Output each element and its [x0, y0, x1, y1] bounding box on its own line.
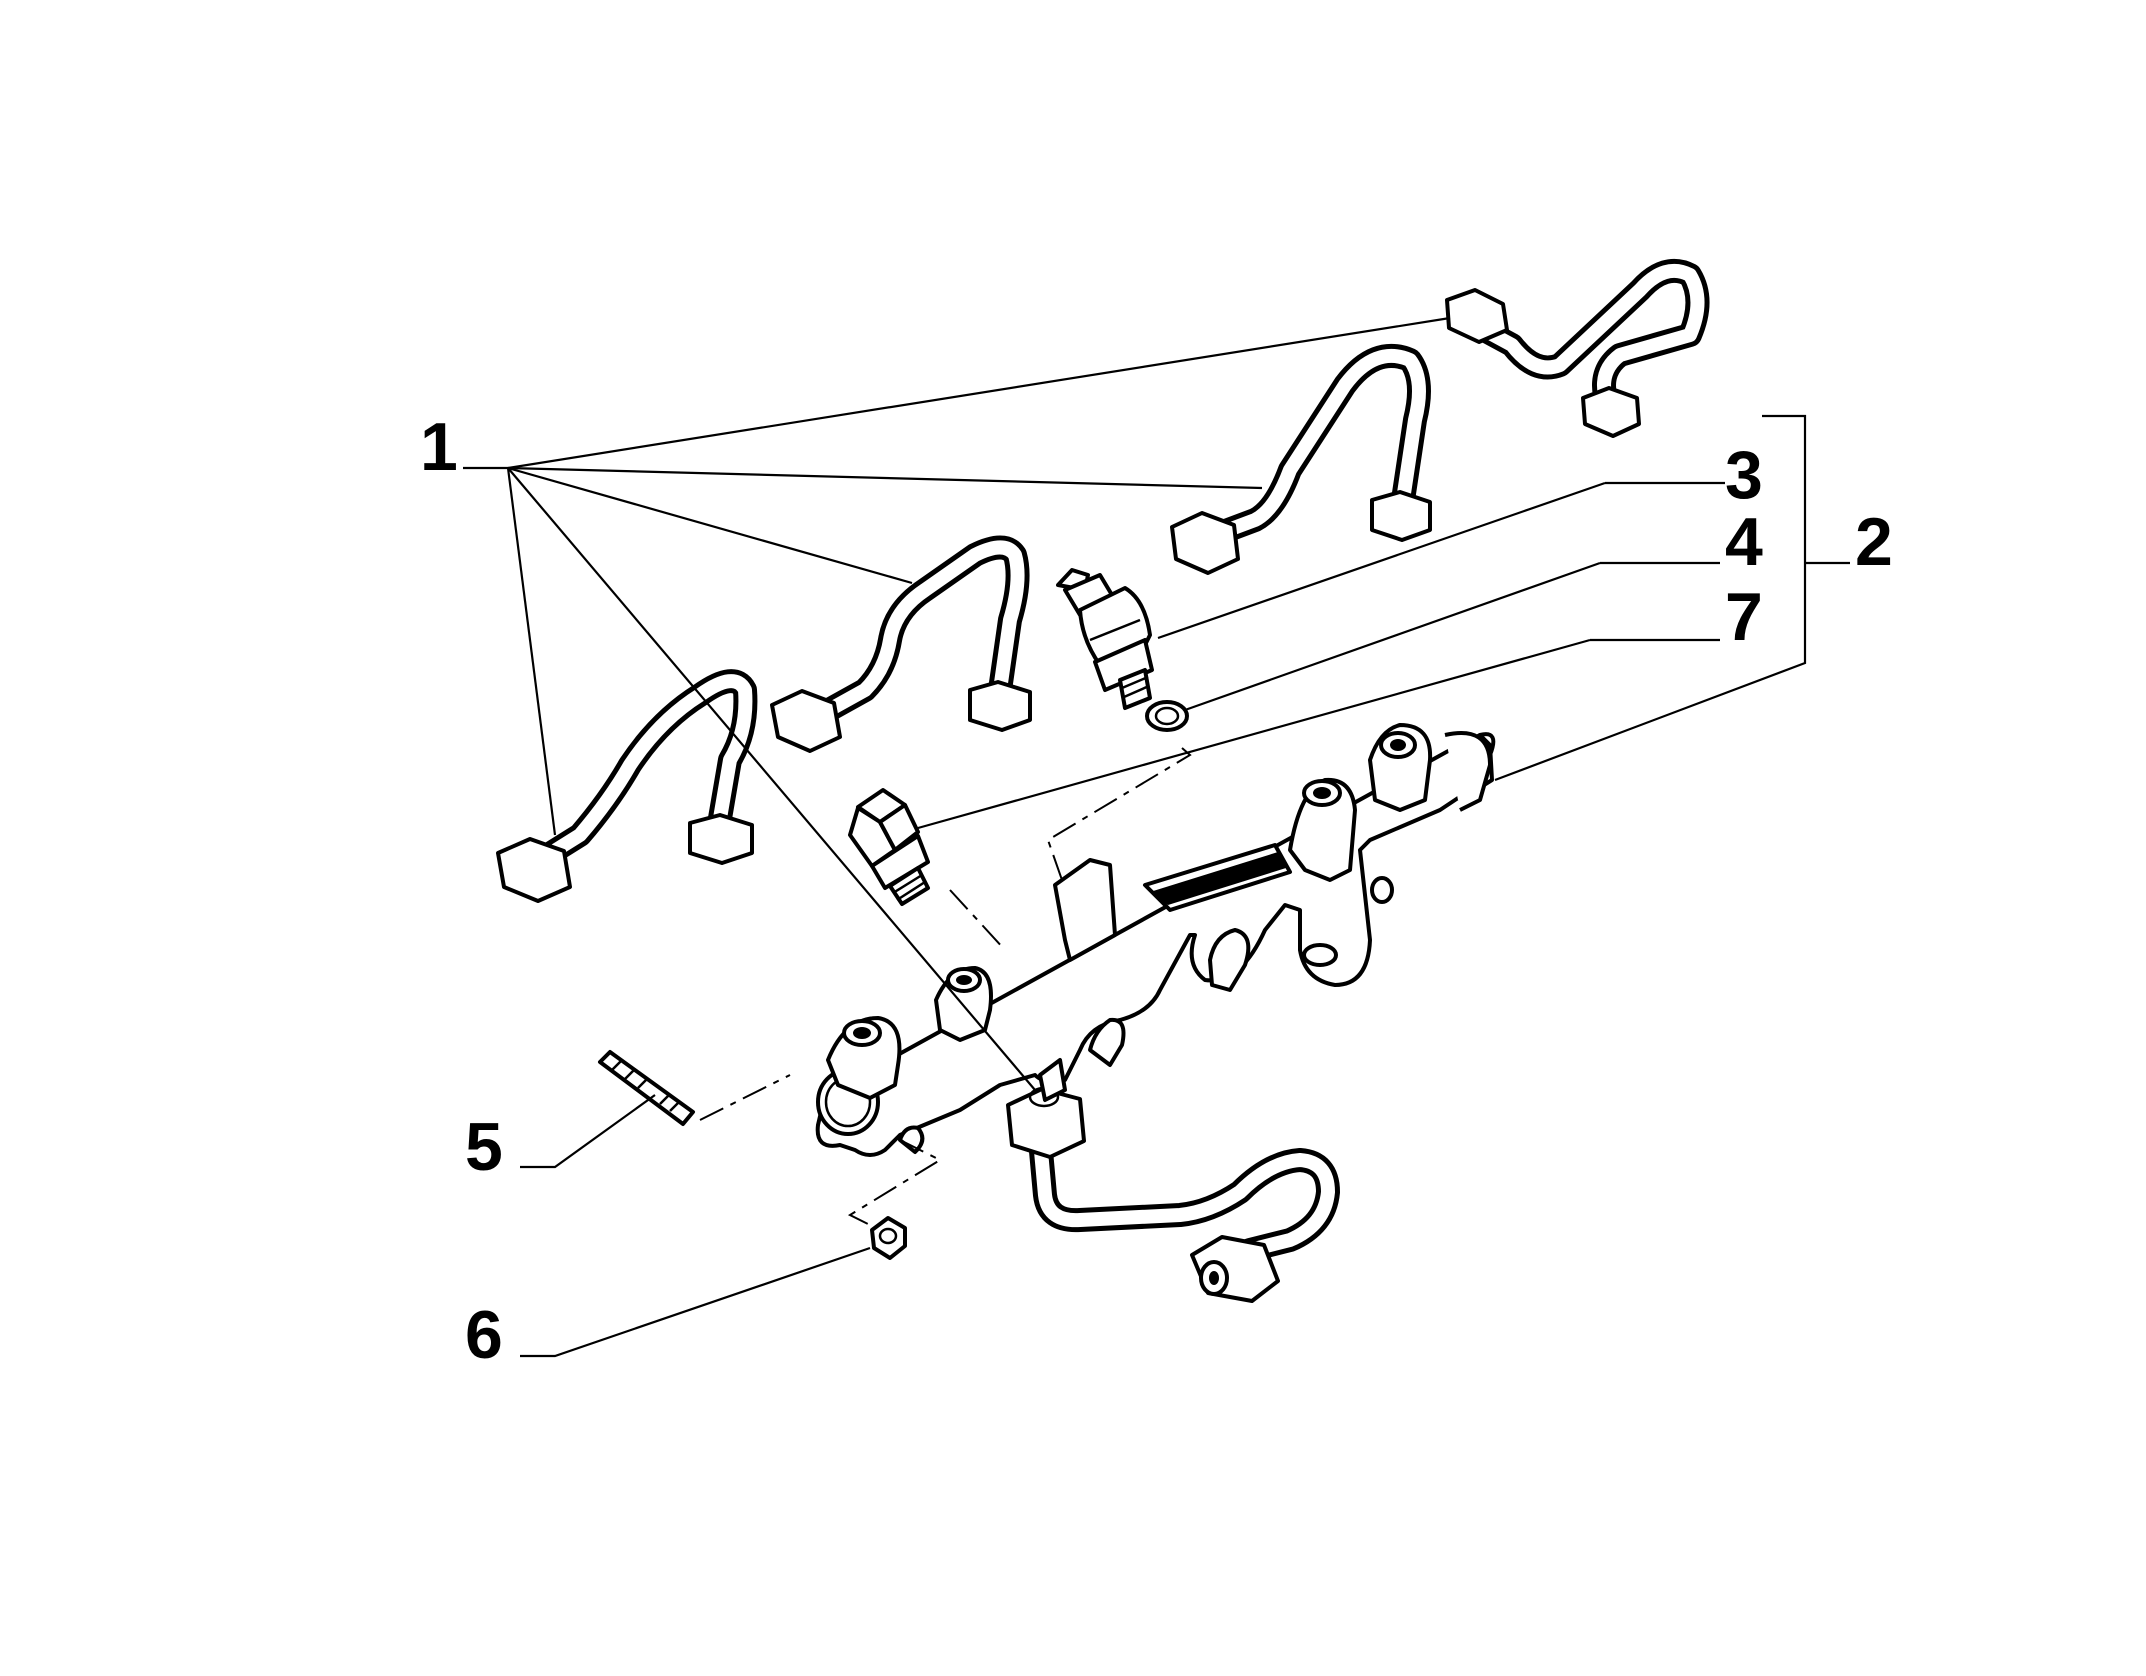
callout-3: 3: [1725, 437, 1763, 513]
pressure-sensor: [848, 788, 930, 906]
callout-5: 5: [465, 1109, 503, 1185]
injector-pipe-bottom: [1006, 1086, 1340, 1303]
stud-bolt: [598, 1050, 695, 1126]
callout-labels: 1 3 2 4 7 5 6: [420, 409, 1893, 1373]
hex-nut: [870, 1216, 907, 1260]
callout-2: 2: [1855, 504, 1893, 580]
callout-7: 7: [1725, 579, 1763, 655]
callout-4: 4: [1725, 504, 1763, 580]
injector-pipe-left: [496, 669, 758, 903]
callout-6: 6: [465, 1297, 503, 1373]
injector-pipe-top-right: [1445, 259, 1710, 438]
injector-pipe-middle: [770, 535, 1032, 753]
sealing-washer: [1145, 700, 1189, 732]
leader-lines: [463, 316, 1850, 1358]
pressure-regulator: [1056, 568, 1154, 710]
assembly-lines: [699, 747, 1192, 1226]
injector-pipe-upper-middle: [1170, 343, 1432, 575]
fuel-rail: [815, 723, 1496, 1157]
callout-1: 1: [420, 409, 458, 485]
